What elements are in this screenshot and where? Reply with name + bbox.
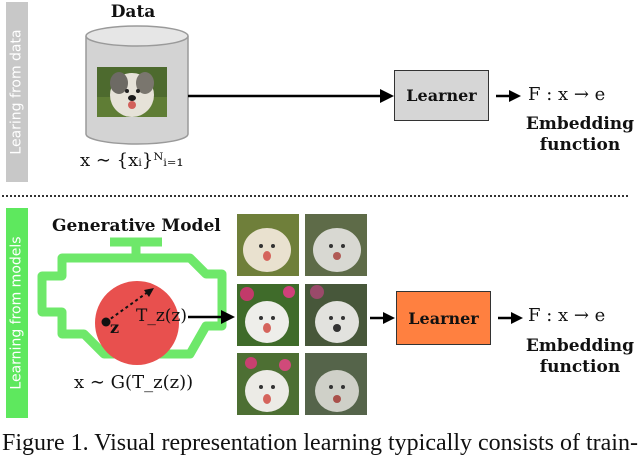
arrow-learner-to-output-top	[496, 90, 521, 102]
generated-image-6	[305, 353, 367, 415]
side-label-bottom: Learning from models	[6, 208, 28, 418]
side-label-top: Learing from data	[6, 2, 28, 182]
embedding-label-bottom: Embedding function	[524, 336, 636, 378]
embedding-label-top: Embedding function	[524, 114, 636, 156]
side-label-top-text: Learing from data	[9, 29, 26, 155]
arrow-data-to-learner	[188, 89, 394, 103]
sample-formula: x ∼ G(T_z(z))	[74, 372, 194, 393]
section-divider	[2, 195, 628, 197]
transform-label: T_z(z)	[136, 306, 188, 326]
embedding-line1-top: Embedding	[525, 114, 635, 134]
learner-label-top: Learner	[406, 86, 477, 105]
figure-caption: Figure 1. Visual representation learning…	[2, 430, 638, 456]
model-title: Generative Model	[52, 216, 221, 236]
learner-label-bottom: Learner	[408, 308, 479, 328]
learner-box-bottom: Learner	[396, 291, 491, 345]
learner-box-top: Learner	[394, 70, 489, 121]
data-formula: x ∼ {xᵢ}ᴺᵢ₌₁	[80, 150, 184, 171]
data-title: Data	[110, 2, 156, 22]
embedding-line1-bottom: Embedding	[525, 336, 635, 356]
generated-image-4	[305, 284, 367, 346]
output-formula-top: F : x → e	[528, 84, 606, 105]
generated-image-3	[237, 284, 299, 346]
generated-image-1	[237, 214, 299, 276]
generated-image-5	[237, 353, 299, 415]
generated-image-2	[305, 214, 367, 276]
side-label-bottom-text: Learning from models	[9, 236, 25, 390]
embedding-line2-top: function	[539, 135, 621, 155]
arrow-model-to-images	[188, 310, 235, 324]
output-formula-bottom: F : x → e	[528, 305, 606, 326]
z-label: z	[110, 318, 120, 337]
latent-sphere	[95, 281, 179, 365]
embedding-line2-bottom: function	[539, 357, 621, 377]
data-dog-image	[97, 67, 167, 117]
arrow-learner-to-output-bottom	[498, 312, 523, 324]
engine-icon	[37, 237, 227, 359]
arrow-images-to-learner	[370, 312, 395, 324]
